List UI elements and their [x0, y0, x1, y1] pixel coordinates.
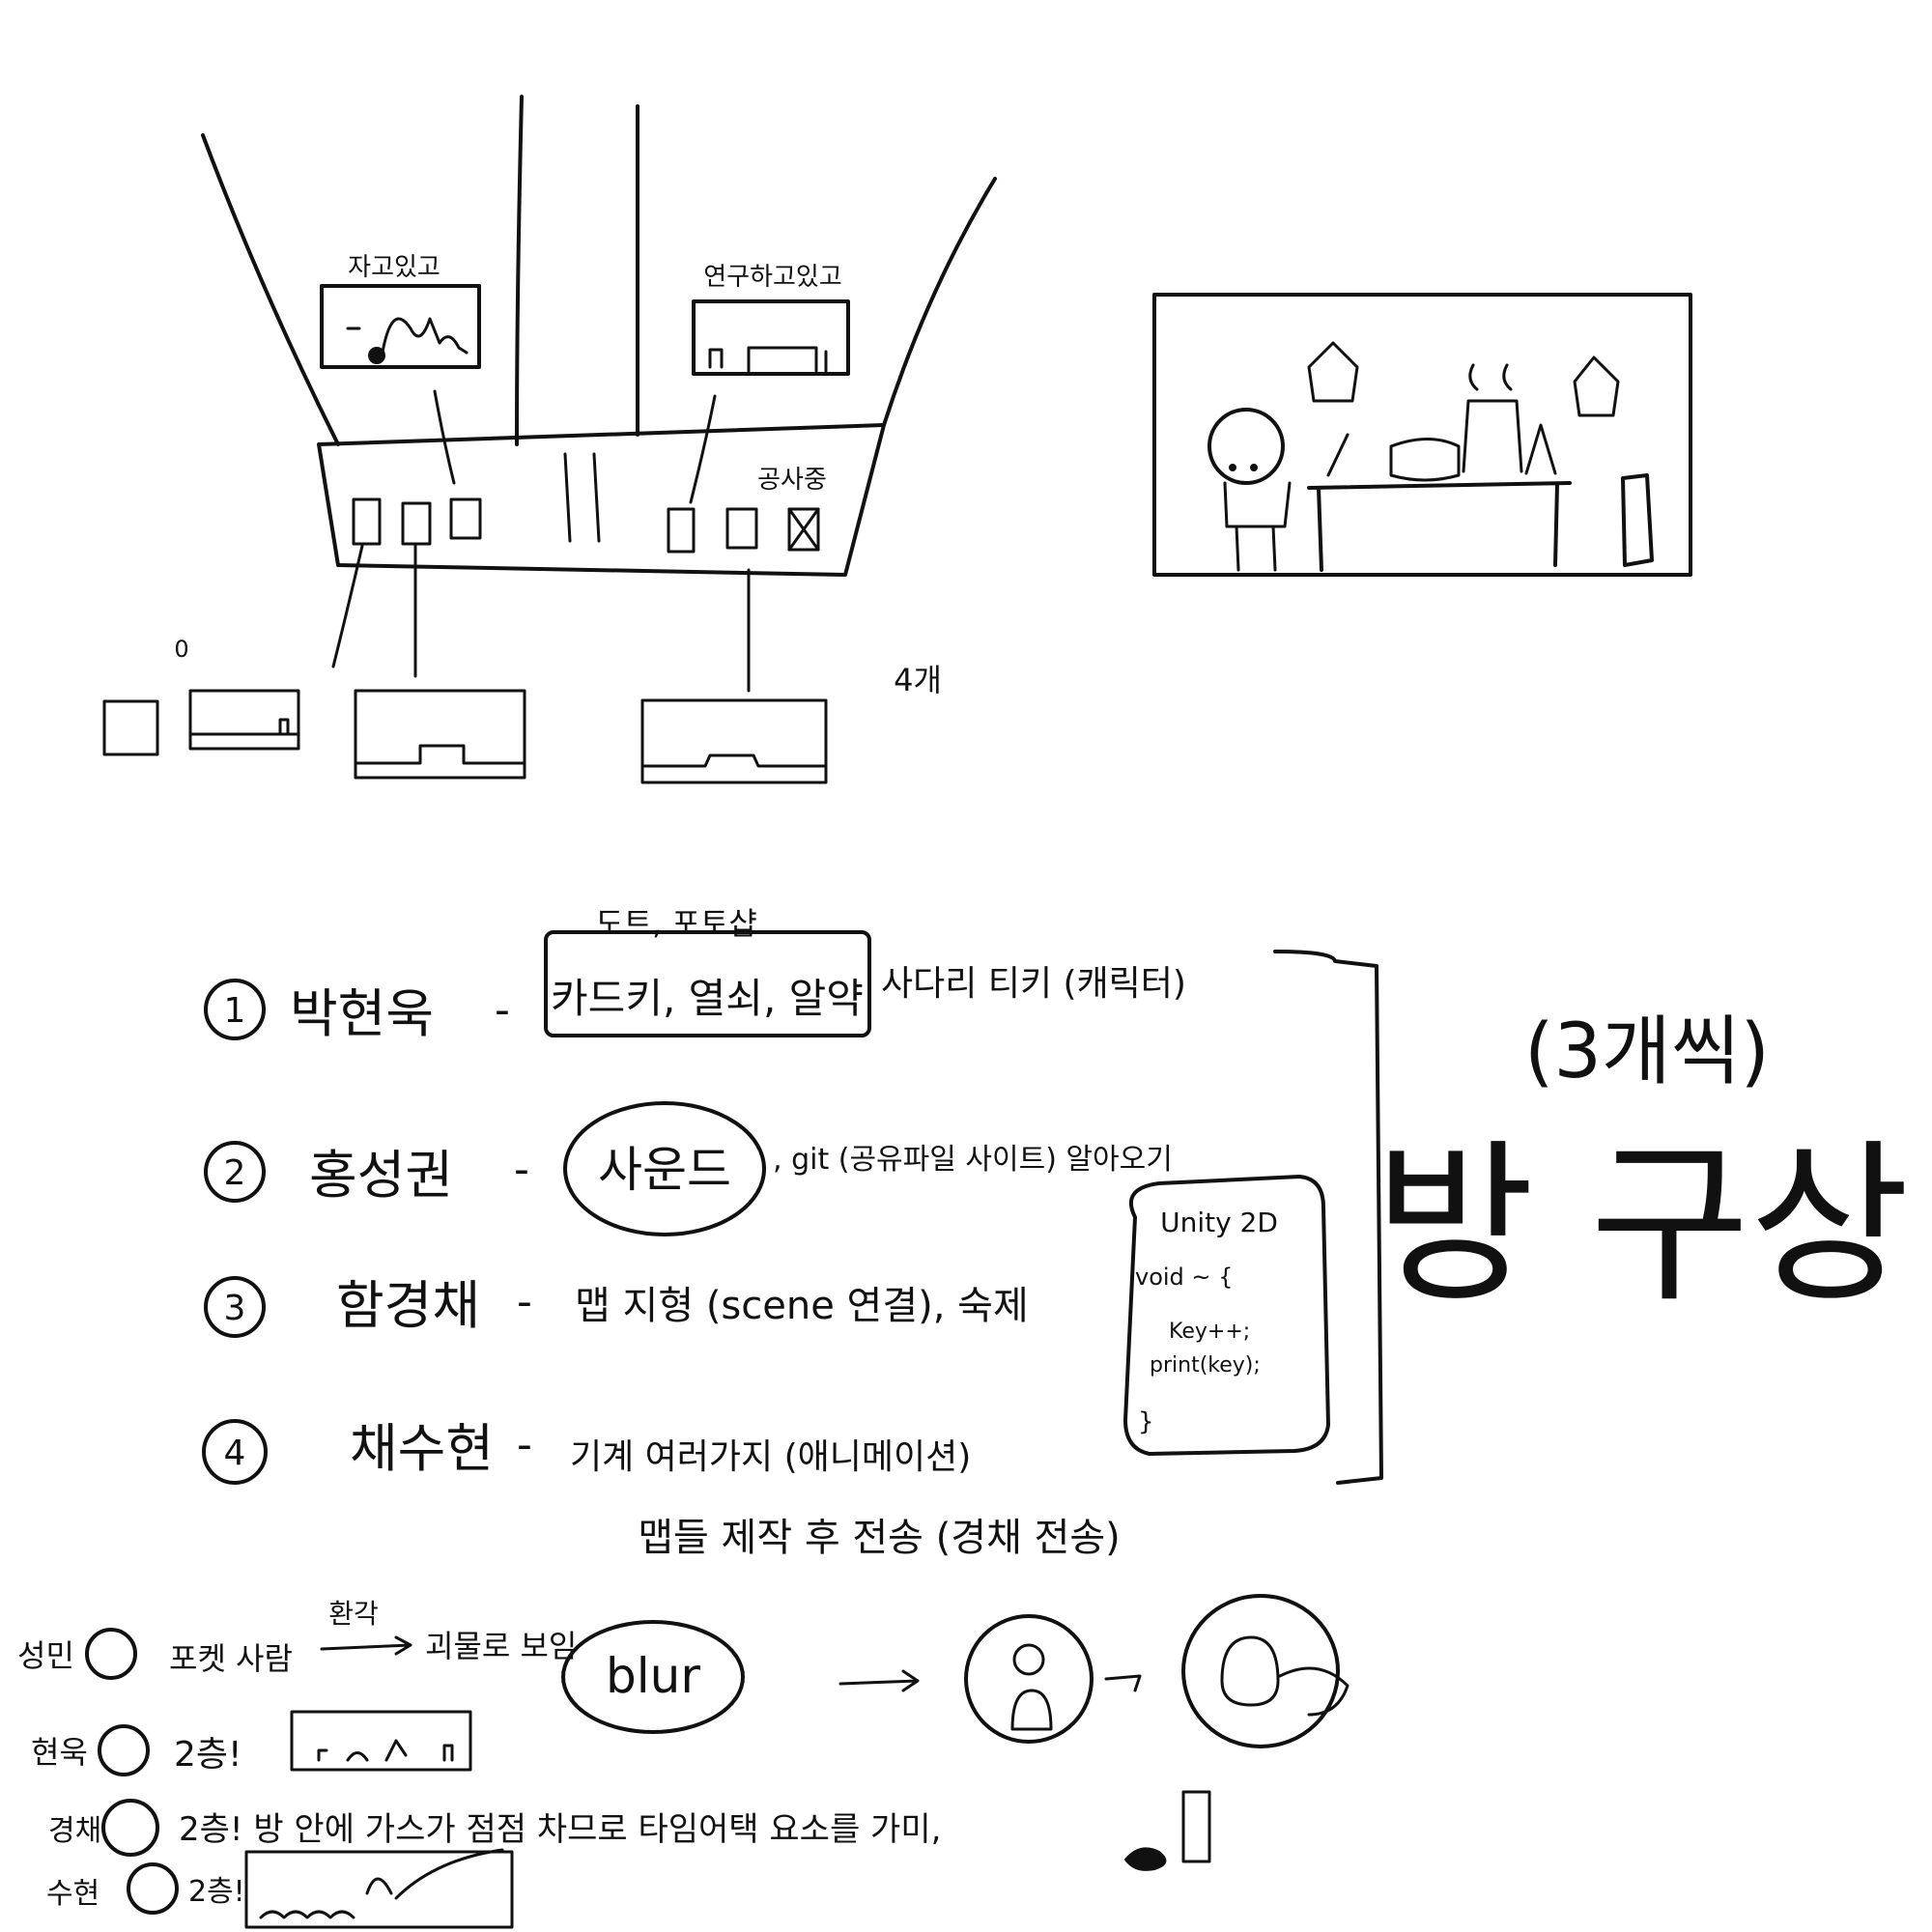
character-figure — [1208, 408, 1292, 572]
story-line-4: 수현 2층! — [46, 1848, 514, 1929]
member-name: 박현욱 — [290, 983, 434, 1044]
member-num: 2 — [224, 1153, 246, 1193]
title-block: (3개씩) 방 구상 — [1375, 1009, 1910, 1326]
count-note: 4개 — [894, 662, 942, 698]
member-dash: - — [517, 1420, 532, 1469]
code-line-2: Key++; — [1169, 1320, 1250, 1344]
code-title: Unity 2D — [1160, 1207, 1278, 1238]
member-row-1: 1 박현욱 - 카드키, 열쇠, 알약 사다리 티키 (캐릭터) — [204, 930, 1186, 1044]
story-line-1: 성민 포켓 사람 환각 괴물로 보임 blur — [17, 1594, 1350, 1748]
story-result: 괴물로 보임 — [425, 1628, 577, 1664]
group-bracket — [1273, 950, 1383, 1485]
member-task-rest: 사다리 티키 (캐릭터) — [881, 964, 1186, 1004]
code-line-3: print(key); — [1150, 1353, 1261, 1378]
story-who: 경채 — [48, 1814, 101, 1848]
construction-label: 공사중 — [757, 466, 827, 495]
member-num: 1 — [224, 991, 246, 1031]
blur-label: blur — [606, 1648, 700, 1704]
story-text: 포켓 사람 — [169, 1640, 293, 1677]
story-who: 수현 — [46, 1877, 99, 1911]
room-window-research: 연구하고있고 — [692, 263, 850, 376]
member-task-rest: , git (공유파일 사이트) 알아오기 — [773, 1143, 1173, 1177]
room-label-sleeping: 자고있고 — [348, 253, 440, 282]
story-line-3: 경채 2층! 방 안에 가스가 점점 차므로 타임어택 요소를 가미, — [48, 1790, 1211, 1871]
story-who: 성민 — [17, 1637, 74, 1674]
member-task-boxed: 사운드 — [598, 1142, 731, 1198]
story-arrow-note: 환각 — [328, 1598, 379, 1630]
after-note: 맵들 제작 후 전송 (경채 전송) — [638, 1516, 1121, 1560]
member-name: 함경채 — [336, 1275, 480, 1336]
member-dash: - — [517, 1277, 532, 1326]
member-dash: - — [495, 985, 510, 1035]
story-text: 2층! — [188, 1875, 245, 1909]
member-num: 4 — [224, 1434, 246, 1473]
code-line-1: void ~ { — [1135, 1264, 1233, 1291]
room-label-research: 연구하고있고 — [703, 263, 842, 292]
member-name: 채수현 — [350, 1418, 494, 1479]
title-sub: (3개씩) — [1524, 1009, 1770, 1095]
wall-frames — [1307, 341, 1620, 417]
door-row: 공사중 — [352, 466, 827, 554]
floor-rooms: 0 4개 — [102, 636, 942, 784]
tools-note: 도트, 포토샵 — [595, 905, 757, 942]
member-row-4: 4 채수현 - 기계 여러가지 (애니메이션) — [202, 1418, 971, 1485]
story-line-2: 현욱 2층! — [31, 1710, 472, 1776]
member-row-3: 3 함경채 - 맵 지형 (scene 연결), 숙제 — [204, 1275, 1029, 1338]
lab-flasks — [1462, 363, 1557, 475]
member-num: 3 — [224, 1289, 246, 1328]
member-task-boxed: 카드키, 열쇠, 알약 — [551, 975, 864, 1022]
title-main: 방 구상 — [1375, 1124, 1910, 1326]
code-note: Unity 2D void ~ { Key++; print(key); } — [1123, 1175, 1330, 1456]
member-task-rest: 맵 지형 (scene 연결), 숙제 — [575, 1284, 1029, 1328]
member-task-rest: 기계 여러가지 (애니메이션) — [570, 1437, 971, 1477]
member-name: 홍성권 — [309, 1145, 453, 1206]
member-row-2: 2 홍성권 - 사운드 , git (공유파일 사이트) 알아오기 — [204, 1101, 1173, 1236]
code-line-4: } — [1138, 1407, 1154, 1436]
story-text: 2층! 방 안에 가스가 점점 차므로 타임어택 요소를 가미, — [179, 1810, 941, 1849]
story-text: 2층! — [174, 1735, 242, 1775]
building-sketch: 자고있고 연구하고있고 공사중 0 4 — [102, 95, 997, 784]
small-mark: 0 — [174, 636, 188, 663]
room-scene-sketch — [1152, 293, 1692, 577]
member-dash: - — [514, 1145, 529, 1194]
room-window-sleeping: 자고있고 — [320, 253, 481, 369]
story-who: 현욱 — [31, 1734, 88, 1771]
